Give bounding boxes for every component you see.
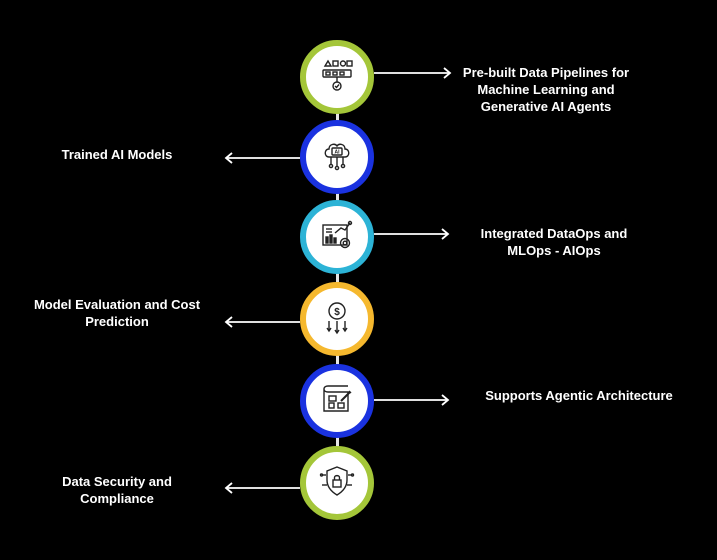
cost-prediction-icon: $ bbox=[319, 299, 355, 340]
step-1-label: Pre-built Data Pipelines for Machine Lea… bbox=[462, 65, 630, 114]
step-6-label: Data Security and Compliance bbox=[62, 474, 172, 506]
step-6-arrow bbox=[224, 482, 300, 494]
security-shield-icon bbox=[319, 463, 355, 504]
timeline-spine bbox=[336, 60, 339, 500]
step-1-node bbox=[300, 40, 374, 114]
step-3-label: Integrated DataOps and MLOps - AIOps bbox=[480, 226, 628, 258]
step-5-node bbox=[300, 364, 374, 438]
blueprint-icon bbox=[319, 381, 355, 422]
step-4-node: $ bbox=[300, 282, 374, 356]
svg-text:$: $ bbox=[334, 307, 340, 318]
step-6-node bbox=[300, 446, 374, 520]
step-2-arrow bbox=[224, 152, 300, 164]
svg-text:AI: AI bbox=[335, 149, 341, 155]
ai-brain-icon: AI bbox=[319, 137, 355, 178]
step-2-label: Trained AI Models bbox=[61, 147, 173, 162]
analytics-icon bbox=[319, 217, 355, 258]
step-5-arrow bbox=[374, 394, 450, 406]
step-4-label: Model Evaluation and Cost Prediction bbox=[33, 297, 201, 329]
step-2-node: AI bbox=[300, 120, 374, 194]
pipeline-icon bbox=[319, 57, 355, 98]
step-4-arrow bbox=[224, 316, 300, 328]
step-3-arrow bbox=[374, 228, 450, 240]
step-3-node bbox=[300, 200, 374, 274]
step-1-arrow bbox=[374, 67, 452, 79]
step-5-label: Supports Agentic Architecture bbox=[485, 388, 673, 403]
